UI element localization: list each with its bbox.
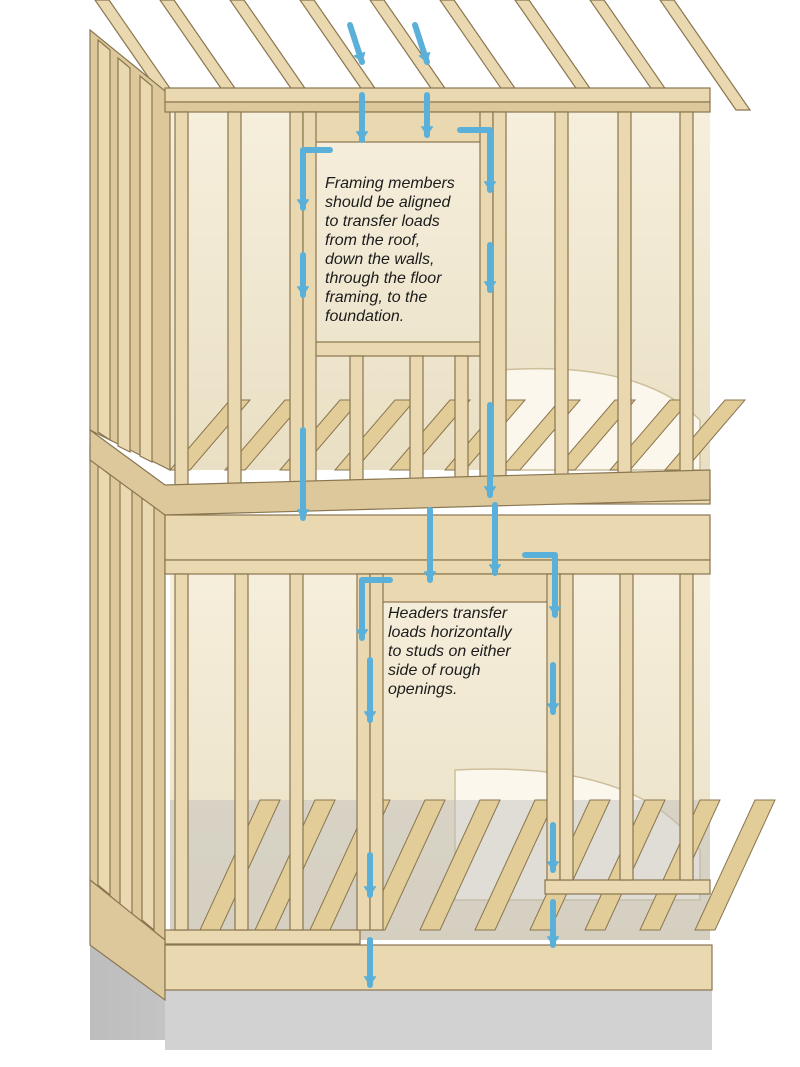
stud-load-arrow-head (363, 886, 377, 896)
sill-rim (89, 878, 713, 1002)
stud-load-arrow-head (296, 509, 310, 519)
foundation-load-arrow-head (546, 936, 560, 946)
lower-stud (369, 573, 384, 931)
upper-stud (554, 111, 569, 491)
roof-load-arrow-head (353, 51, 366, 63)
roof-load-arrow-head (418, 51, 431, 63)
stud-load-arrow-head (483, 486, 497, 496)
headers-callout: Headers transfer loads horizontally to s… (388, 605, 512, 698)
lower-stud (679, 573, 694, 881)
lower-bottom-plate-left (164, 929, 361, 945)
upper-cripple-stud (454, 355, 469, 491)
floor-joist (694, 799, 776, 931)
foundation-load-arrow-head (363, 976, 377, 986)
wall-load-arrow-head (355, 131, 369, 141)
wall-load-arrow-head (420, 126, 434, 136)
lower-stud (619, 573, 634, 881)
lower-stud (234, 573, 249, 931)
lower-stud (289, 573, 304, 931)
lower-wall-framing (164, 559, 711, 945)
upper-double-top-plate (164, 101, 711, 113)
rim-joist (89, 428, 711, 561)
door-header-load-arrow-head (355, 629, 369, 639)
lower-top-plate (164, 559, 711, 575)
lower-stud (174, 573, 189, 931)
stud-load-arrow-head (483, 281, 497, 291)
lower-bottom-plate-right (544, 879, 711, 895)
floor-load-arrow-head (488, 564, 502, 574)
lower-stud (559, 573, 574, 881)
header-load-arrow-head (296, 199, 310, 209)
door-header-load-arrow (359, 577, 393, 641)
door-header-load-arrow (522, 552, 558, 618)
upper-stud (679, 111, 694, 491)
upper-stud (174, 111, 189, 491)
floor-load-arrow-head (423, 571, 437, 581)
stud-load-arrow-head (546, 861, 560, 871)
upper-stud (227, 111, 242, 491)
rafter (659, 0, 752, 111)
door-header (369, 573, 561, 603)
framing-alignment-callout: Framing members should be aligned to tra… (325, 175, 455, 325)
upper-stud (617, 111, 632, 491)
stud-load-arrow-head (546, 703, 560, 713)
upper-cripple-stud (349, 355, 364, 491)
floor-joist (364, 799, 446, 931)
upper-cripple-stud (409, 355, 424, 491)
door-header-load-arrow-head (548, 606, 562, 616)
stud-load-arrow-head (363, 711, 377, 721)
header-load-arrow (300, 147, 333, 211)
header-load-arrow-head (483, 181, 497, 191)
stud-load-arrow-head (296, 286, 310, 296)
foundation (90, 880, 712, 1050)
header-load-arrow (457, 127, 493, 193)
floor-joist (419, 799, 501, 931)
load-path-arrows (296, 22, 562, 988)
upper-top-plate (164, 87, 711, 103)
roof-rafters (94, 0, 752, 111)
side-wall-framing (89, 28, 171, 942)
upper-window-sill (312, 341, 494, 357)
upper-wall-framing (164, 87, 711, 505)
